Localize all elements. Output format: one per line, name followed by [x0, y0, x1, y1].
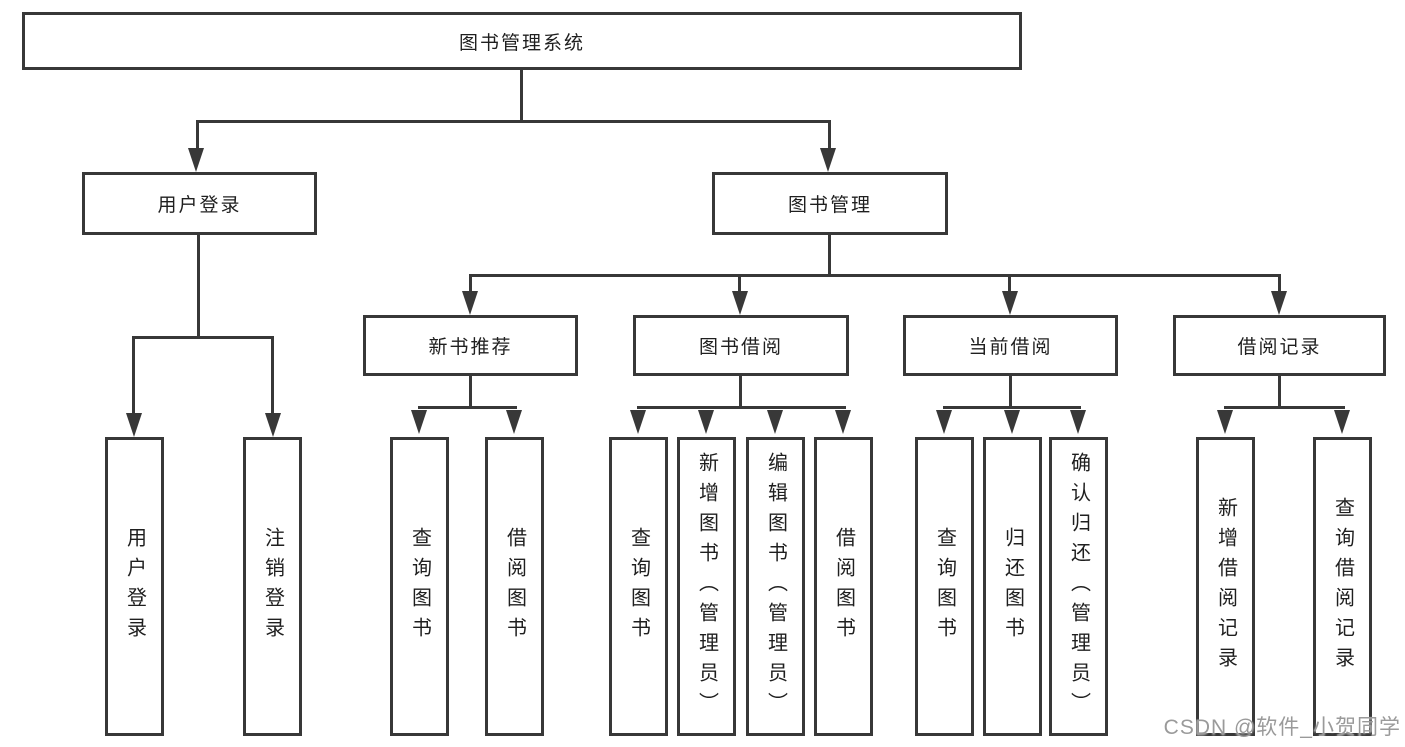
connector-line	[196, 120, 199, 152]
connector-line	[132, 336, 274, 339]
connector-line	[1278, 274, 1281, 293]
connector-line	[196, 120, 831, 123]
node-user-login: 用户登录	[82, 172, 317, 235]
leaf-query-books-2-label: 查询图书	[627, 526, 650, 647]
connector-line	[469, 274, 472, 293]
arrow-down-icon	[630, 410, 646, 434]
node-book-management: 图书管理	[712, 172, 948, 235]
arrow-down-icon	[835, 410, 851, 434]
connector-line	[271, 336, 274, 415]
connector-line	[1008, 274, 1011, 293]
arrow-down-icon	[732, 291, 748, 315]
arrow-down-icon	[1070, 410, 1086, 434]
leaf-edit-book-admin: 编辑图书（管理员）	[746, 437, 805, 736]
watermark: CSDN @软件_小贺同学	[1163, 716, 1401, 739]
leaf-borrow-books-1-label: 借阅图书	[503, 526, 526, 647]
connector-line	[520, 70, 523, 122]
connector-line	[943, 406, 1081, 409]
leaf-add-book-admin-label: 新增图书（管理员）	[695, 451, 718, 722]
leaf-add-borrow-record: 新增借阅记录	[1196, 437, 1255, 736]
arrow-down-icon	[1334, 410, 1350, 434]
arrow-down-icon	[1004, 410, 1020, 434]
leaf-return-book: 归还图书	[983, 437, 1042, 736]
leaf-add-borrow-record-label: 新增借阅记录	[1214, 496, 1237, 677]
leaf-confirm-return-admin-label: 确认归还（管理员）	[1067, 451, 1090, 722]
connector-line	[828, 235, 831, 277]
leaf-add-book-admin: 新增图书（管理员）	[677, 437, 736, 736]
connector-line	[197, 235, 200, 338]
leaf-query-borrow-record: 查询借阅记录	[1313, 437, 1372, 736]
connector-line	[469, 376, 472, 408]
leaf-user-login-label: 用户登录	[123, 526, 146, 647]
node-borrowing-records-label: 借阅记录	[1237, 337, 1322, 358]
connector-line	[469, 274, 1281, 277]
connector-line	[1009, 376, 1012, 408]
arrow-down-icon	[265, 413, 281, 437]
leaf-query-books-3: 查询图书	[915, 437, 974, 736]
leaf-query-books-1-label: 查询图书	[408, 526, 431, 647]
arrow-down-icon	[126, 413, 142, 437]
node-new-book-recommend: 新书推荐	[363, 315, 578, 376]
arrow-down-icon	[462, 291, 478, 315]
leaf-query-books-3-label: 查询图书	[933, 526, 956, 647]
connector-line	[828, 120, 831, 152]
arrow-down-icon	[1002, 291, 1018, 315]
node-book-management-label: 图书管理	[787, 195, 872, 216]
leaf-query-books-2: 查询图书	[609, 437, 668, 736]
node-book-borrowing: 图书借阅	[633, 315, 849, 376]
leaf-return-book-label: 归还图书	[1001, 526, 1024, 647]
node-root: 图书管理系统	[22, 12, 1022, 70]
connector-line	[738, 274, 741, 293]
connector-line	[132, 336, 135, 415]
leaf-user-login: 用户登录	[105, 437, 164, 736]
arrow-down-icon	[936, 410, 952, 434]
connector-line	[418, 406, 517, 409]
leaf-query-borrow-record-label: 查询借阅记录	[1331, 496, 1354, 677]
node-root-label: 图书管理系统	[458, 32, 585, 54]
arrow-down-icon	[820, 148, 836, 172]
connector-line	[1224, 406, 1345, 409]
arrow-down-icon	[767, 410, 783, 434]
arrow-down-icon	[698, 410, 714, 434]
connector-line	[1278, 376, 1281, 408]
leaf-logout-label: 注销登录	[261, 526, 284, 647]
node-book-borrowing-label: 图书借阅	[698, 337, 783, 358]
node-borrowing-records: 借阅记录	[1173, 315, 1386, 376]
arrow-down-icon	[506, 410, 522, 434]
leaf-borrow-books-2-label: 借阅图书	[832, 526, 855, 647]
node-user-login-label: 用户登录	[157, 195, 242, 216]
node-current-borrowing-label: 当前借阅	[968, 337, 1053, 358]
leaf-logout: 注销登录	[243, 437, 302, 736]
arrow-down-icon	[411, 410, 427, 434]
arrow-down-icon	[188, 148, 204, 172]
leaf-borrow-books-2: 借阅图书	[814, 437, 873, 736]
arrow-down-icon	[1217, 410, 1233, 434]
leaf-confirm-return-admin: 确认归还（管理员）	[1049, 437, 1108, 736]
connector-line	[739, 376, 742, 408]
leaf-query-books-1: 查询图书	[390, 437, 449, 736]
leaf-borrow-books-1: 借阅图书	[485, 437, 544, 736]
node-new-book-recommend-label: 新书推荐	[428, 337, 513, 358]
node-current-borrowing: 当前借阅	[903, 315, 1118, 376]
arrow-down-icon	[1271, 291, 1287, 315]
connector-line	[637, 406, 846, 409]
leaf-edit-book-admin-label: 编辑图书（管理员）	[764, 451, 787, 722]
